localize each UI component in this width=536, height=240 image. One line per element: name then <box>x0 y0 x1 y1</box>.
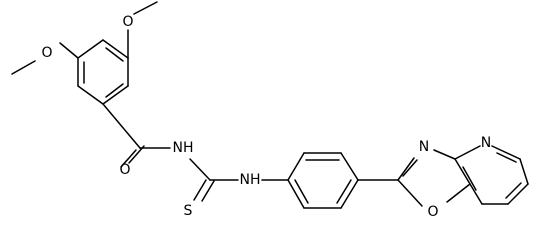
bond <box>462 166 477 191</box>
atom-sulfur-thione: S <box>184 203 193 219</box>
bond <box>59 42 79 59</box>
atom-amide-nh: NH <box>173 140 194 156</box>
bond <box>201 180 215 202</box>
bond <box>397 157 415 181</box>
amide-bonds <box>102 103 171 168</box>
bond <box>287 152 305 181</box>
atom-labels: O O O NH NH S N O N <box>41 14 491 220</box>
bond <box>402 159 418 177</box>
bond <box>189 158 211 181</box>
bond <box>496 152 517 163</box>
thiourea-bonds <box>189 158 289 202</box>
bond <box>77 39 104 59</box>
bond <box>433 149 456 160</box>
dimethoxyphenyl-ring <box>77 39 129 105</box>
atom-nitrogen-pyridine: N <box>481 135 491 151</box>
bond-double-inner <box>294 179 309 204</box>
chemical-structure-diagram: O O O NH NH S N O N <box>11 1 529 220</box>
bond <box>11 60 36 75</box>
bond-double-inner <box>336 179 352 204</box>
bond <box>193 179 207 201</box>
atom-nitrogen-oxazole: N <box>419 139 429 155</box>
bond <box>102 103 141 149</box>
phenylene-ring <box>287 152 359 209</box>
atom-oxygen-methoxy-top: O <box>122 14 133 30</box>
pyridine-ring <box>454 145 529 205</box>
methoxy-bonds <box>11 1 158 75</box>
bond <box>397 179 423 207</box>
bond <box>102 39 129 59</box>
bond-double-inner <box>105 83 124 98</box>
bond <box>120 149 137 168</box>
bond <box>128 145 145 164</box>
bond <box>340 179 359 209</box>
bond <box>446 183 471 203</box>
bond-double-inner <box>105 47 124 62</box>
bond <box>77 85 104 105</box>
atom-oxygen-methoxy-left: O <box>41 45 52 61</box>
atom-oxygen-carbonyl: O <box>119 162 130 178</box>
bond <box>454 145 481 160</box>
bond <box>505 182 522 199</box>
bond <box>507 183 529 205</box>
oxazole-ring <box>397 149 471 207</box>
bond <box>491 145 521 160</box>
bond <box>340 152 359 181</box>
bond <box>519 158 529 185</box>
atom-oxygen-oxazole: O <box>427 204 438 220</box>
bond <box>133 1 158 15</box>
bond <box>454 158 471 185</box>
bond <box>102 85 129 105</box>
atom-thioamide-nh: NH <box>240 172 261 188</box>
bond <box>287 179 305 209</box>
bond <box>469 183 483 205</box>
